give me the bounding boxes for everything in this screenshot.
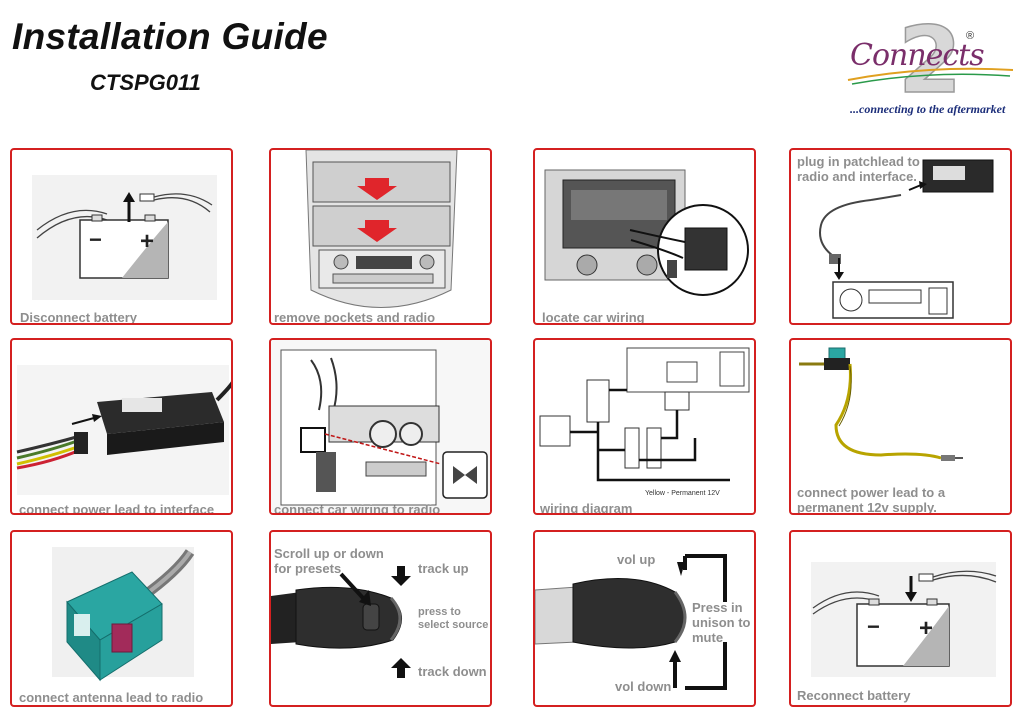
track-down-label: track down bbox=[418, 664, 487, 679]
registered-mark: ® bbox=[966, 30, 975, 42]
svg-text:−: − bbox=[867, 614, 880, 639]
step-panel-antenna: connect antenna lead to radio bbox=[10, 530, 233, 707]
antenna-connector-illustration bbox=[52, 547, 195, 682]
vol-down-label: vol down bbox=[615, 679, 672, 694]
dash-wiring-illustration bbox=[271, 340, 490, 513]
step-caption: Disconnect battery bbox=[20, 310, 138, 325]
fuse-lead-illustration bbox=[799, 347, 963, 461]
svg-text:−: − bbox=[89, 227, 102, 252]
step-panel-volume: vol up Press in unison to mute vol down bbox=[533, 530, 756, 707]
step-panel-reconnect-battery: − + Reconnect battery bbox=[789, 530, 1012, 707]
step-panel-power-lead: connect power lead to interface bbox=[10, 338, 233, 515]
diagram-note: Yellow - Permanent 12V bbox=[645, 490, 720, 497]
product-code: CTSPG011 bbox=[90, 70, 201, 95]
svg-text:+: + bbox=[919, 615, 933, 642]
battery-reconnect-illustration: − + bbox=[811, 562, 997, 677]
step-panel-disconnect-battery: − + Disconnect battery bbox=[10, 148, 233, 325]
mute-label: Press in unison to mute bbox=[692, 600, 751, 645]
logo-numeral-graphic: 2 bbox=[847, 10, 1014, 115]
step-panel-locate-wiring: locate car wiring bbox=[533, 148, 756, 325]
logo-tagline: ...connecting to the aftermarket bbox=[850, 102, 1006, 116]
step-caption: wiring diagram bbox=[540, 501, 633, 515]
step-panel-permanent-supply: connect power lead to a permanent 12v su… bbox=[789, 338, 1012, 515]
battery-illustration: − + bbox=[32, 175, 217, 300]
patchlead-illustration bbox=[819, 159, 994, 319]
logo-brand: Connects bbox=[850, 38, 985, 73]
step-caption: connect antenna lead to radio bbox=[19, 690, 204, 705]
step-caption: connect power lead to interface bbox=[19, 502, 215, 515]
steering-stalk-illustration bbox=[271, 566, 411, 678]
step-caption: Reconnect battery bbox=[797, 688, 911, 703]
step-panel-wiring-diagram: Yellow - Permanent 12V wiring diagram bbox=[533, 338, 756, 515]
interface-box-illustration bbox=[16, 365, 231, 495]
step-caption: locate car wiring bbox=[542, 310, 645, 325]
step-panel-remove-radio: remove pockets and radio bbox=[269, 148, 492, 325]
step-caption: remove pockets and radio bbox=[274, 310, 436, 325]
dashboard-pocket-illustration bbox=[305, 150, 458, 308]
page-title: Installation Guide bbox=[12, 16, 328, 57]
logo-numeral: 2 bbox=[898, 10, 962, 114]
volume-stalk-illustration bbox=[535, 554, 727, 690]
step-caption: Scroll up or down for presets bbox=[274, 546, 384, 576]
step-panel-presets: Scroll up or down for presets track up p… bbox=[269, 530, 492, 707]
select-source-label: press to select source bbox=[418, 606, 489, 631]
step-caption: connect car wiring to radio bbox=[274, 502, 441, 515]
svg-text:+: + bbox=[140, 228, 154, 255]
wiring-diagram-illustration bbox=[539, 347, 750, 482]
step-caption: plug in patchlead to radio and interface… bbox=[797, 154, 920, 184]
brand-logo: 2 Connects ® ...connecting to the afterm… bbox=[838, 10, 1018, 125]
vol-up-label: vol up bbox=[617, 552, 656, 567]
step-panel-connect-car-wiring: connect car wiring to radio bbox=[269, 338, 492, 515]
step-panel-patchlead: plug in patchlead to radio and interface… bbox=[789, 148, 1012, 325]
track-up-label: track up bbox=[418, 561, 469, 576]
step-caption: connect power lead to a permanent 12v su… bbox=[797, 485, 946, 515]
car-wiring-illustration bbox=[544, 169, 749, 296]
